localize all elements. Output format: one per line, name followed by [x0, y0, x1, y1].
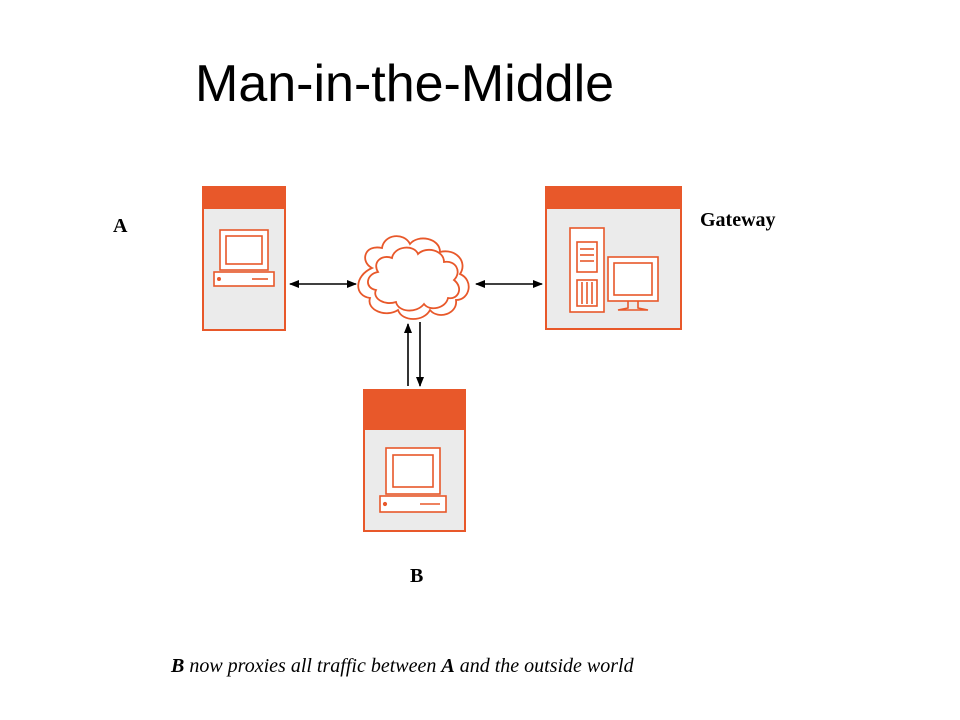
desktop-computer-icon [379, 447, 447, 513]
workstation-b-panel [363, 389, 466, 532]
desktop-computer-icon [213, 229, 275, 287]
caption-text-1: now proxies all traffic between [184, 655, 442, 677]
node-label-b: B [410, 565, 424, 587]
network-cloud-icon [357, 235, 470, 320]
caption-text-2: and the outside world [454, 655, 634, 677]
workstation-a-panel [202, 186, 286, 331]
diagram-caption: B now proxies all traffic between A and … [171, 656, 634, 676]
caption-a: A [441, 655, 455, 677]
node-label-a: A [113, 215, 128, 237]
gateway-panel [545, 186, 682, 330]
slide-title: Man-in-the-Middle [195, 55, 615, 113]
node-label-gateway: Gateway [700, 209, 776, 231]
caption-b: B [171, 655, 185, 677]
server-workstation-icon [569, 227, 659, 313]
